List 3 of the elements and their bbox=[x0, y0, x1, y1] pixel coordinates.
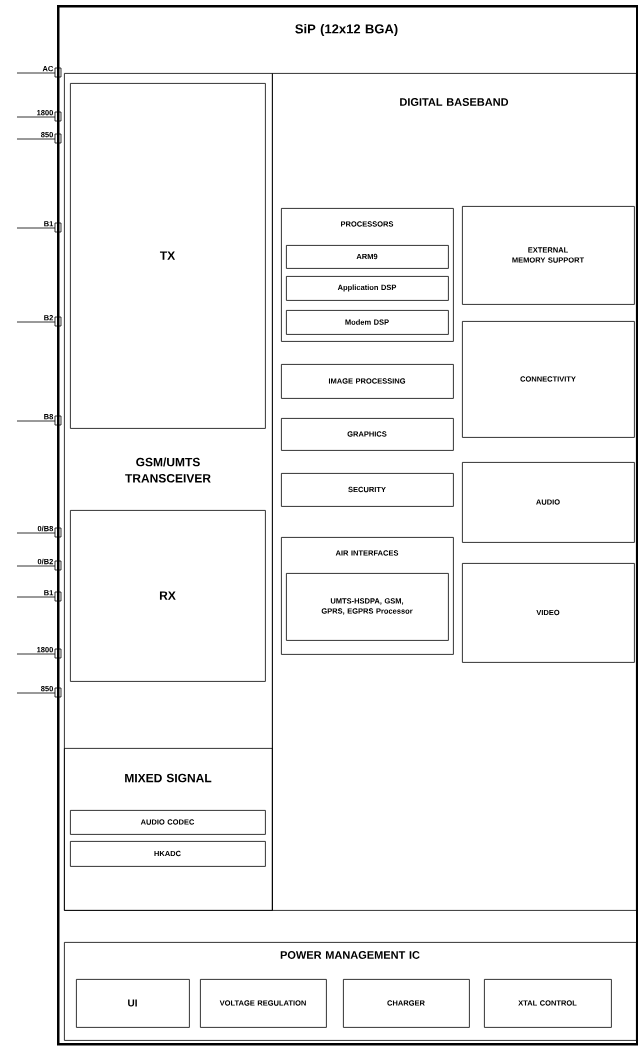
block-box: RX bbox=[70, 510, 266, 682]
block-box: TX bbox=[70, 83, 266, 429]
block-box: UI bbox=[76, 979, 190, 1028]
